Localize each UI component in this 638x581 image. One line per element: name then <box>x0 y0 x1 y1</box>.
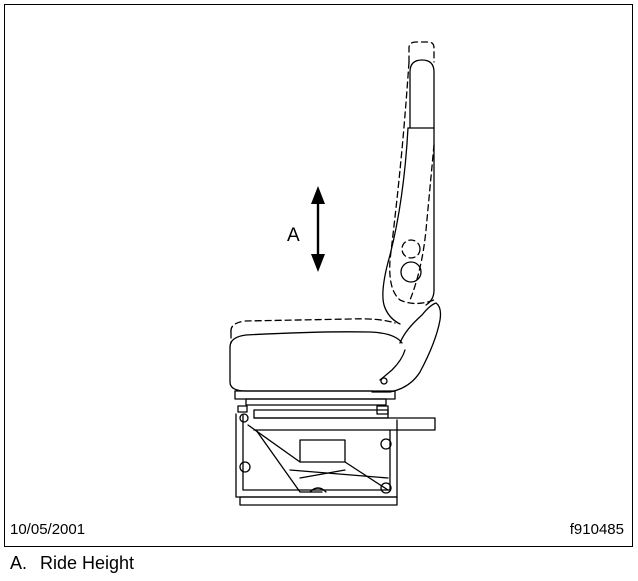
recliner-bracket <box>371 302 442 393</box>
figure-id: f910485 <box>569 521 624 538</box>
callout-label: A <box>287 225 300 246</box>
figure-date: 10/05/2001 <box>10 521 86 538</box>
caption-text: Ride Height <box>40 553 135 573</box>
seat-base <box>234 390 436 506</box>
figure-caption: A. Ride Height <box>10 553 134 574</box>
seat-back <box>382 59 435 325</box>
raised-position-outline <box>230 41 435 344</box>
seat-cushion <box>229 331 403 392</box>
caption-key: A. <box>10 553 28 573</box>
figure-frame <box>4 4 633 547</box>
ride-height-arrow <box>311 186 325 272</box>
